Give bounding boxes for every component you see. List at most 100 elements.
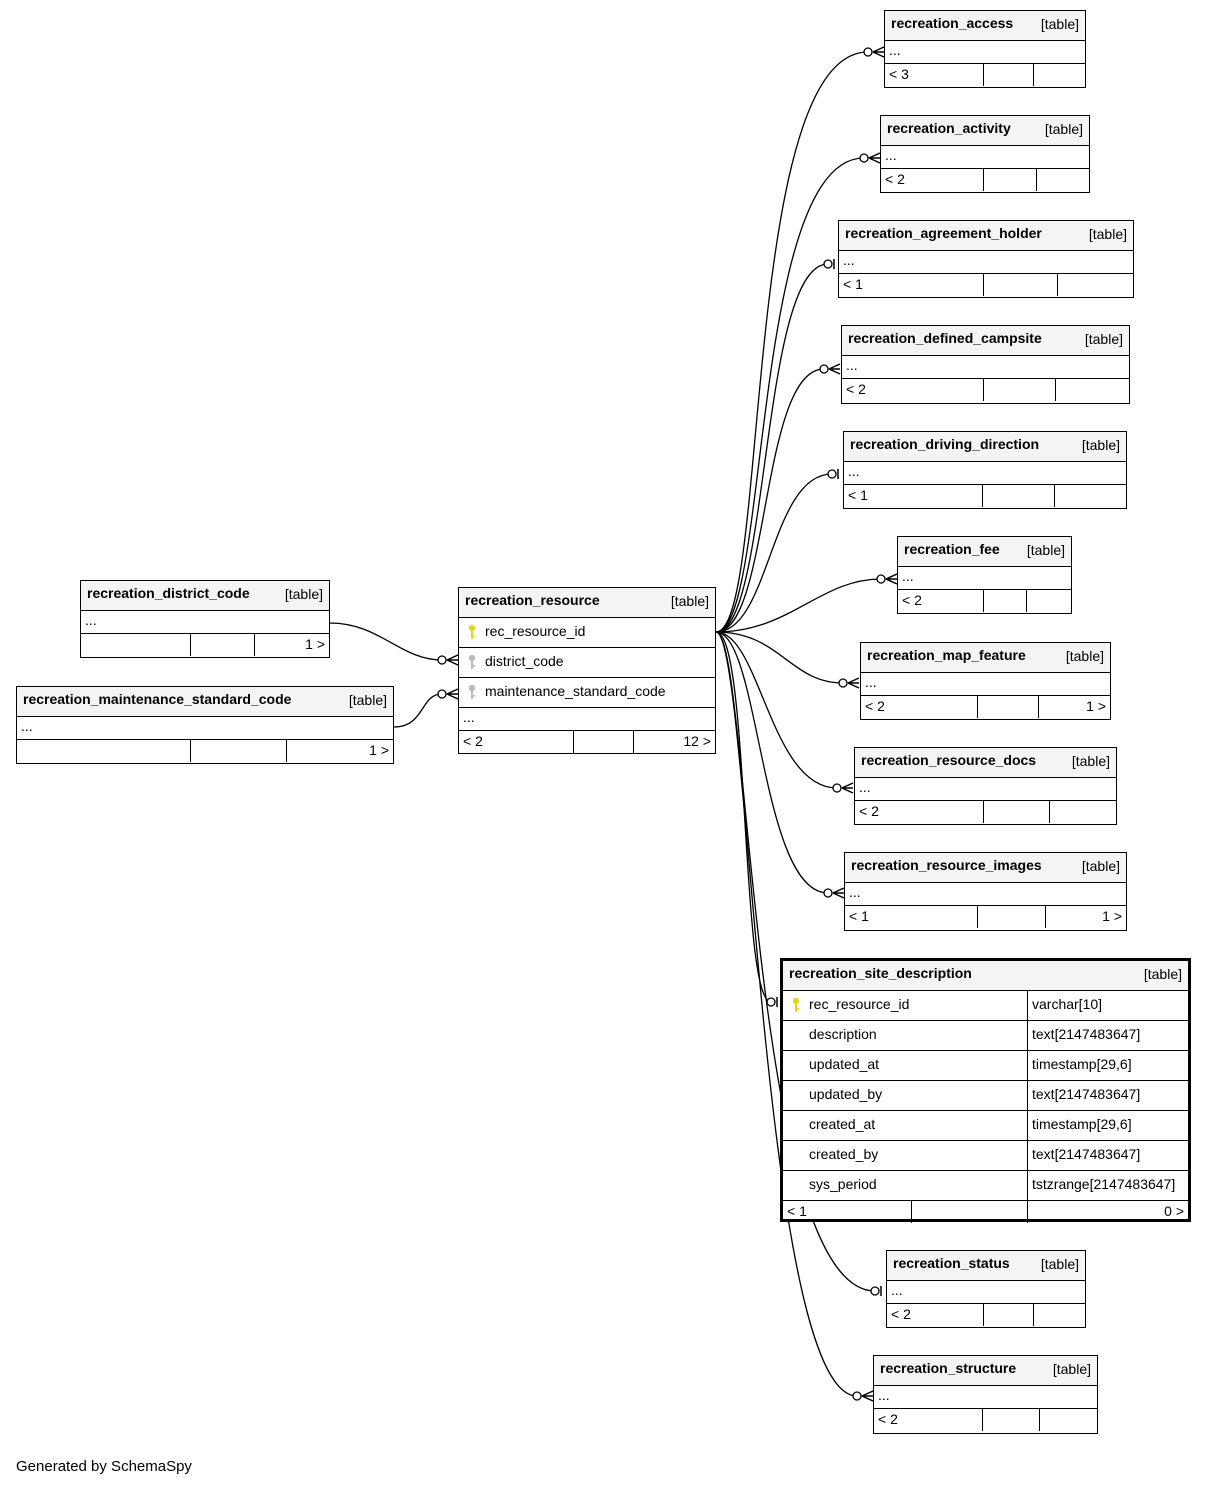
column-name: created_by <box>809 1146 879 1162</box>
table-recreation-map-feature[interactable]: recreation_map_feature [table] ... < 2 1… <box>860 642 1111 720</box>
column-type: timestamp[29,6] <box>1027 1051 1132 1080</box>
ellipsis-text: ... <box>865 674 877 690</box>
table-name[interactable]: recreation_resource_docs <box>861 752 1037 768</box>
table-name[interactable]: recreation_access <box>891 15 1014 31</box>
column-name: maintenance_standard_code <box>485 683 666 699</box>
children-link[interactable]: 0 > <box>1164 1203 1184 1219</box>
table-header: recreation_district_code [table] <box>81 581 329 611</box>
table-recreation-district-code[interactable]: recreation_district_code [table] ... 1 > <box>80 580 330 658</box>
parents-link[interactable]: < 1 <box>787 1203 807 1219</box>
table-recreation-resource[interactable]: recreation_resource [table] rec_resource… <box>458 587 716 754</box>
table-footer: < 2 <box>898 590 1071 612</box>
table-recreation-defined-campsite[interactable]: recreation_defined_campsite [table] ... … <box>841 325 1130 404</box>
table-name[interactable]: recreation_maintenance_standard_code <box>23 691 292 707</box>
column-type: text[2147483647] <box>1027 1141 1140 1170</box>
table-name[interactable]: recreation_structure <box>880 1360 1017 1376</box>
column-type: varchar[10] <box>1027 991 1102 1020</box>
primary-key-icon <box>792 997 800 1012</box>
table-name[interactable]: recreation_activity <box>887 120 1011 136</box>
table-header: recreation_resource_images [table] <box>845 853 1126 883</box>
table-kind: [table] <box>348 692 387 708</box>
parents-link[interactable]: < 1 <box>843 276 863 292</box>
parents-link[interactable]: < 1 <box>848 487 868 503</box>
parents-link[interactable]: < 2 <box>885 171 905 187</box>
column-row[interactable]: rec_resource_id varchar[10] <box>783 991 1188 1021</box>
children-link[interactable]: 1 > <box>305 636 325 652</box>
table-kind: [table] <box>670 593 709 609</box>
table-recreation-access[interactable]: recreation_access [table] ... < 3 <box>884 10 1086 88</box>
ellipsis-text: ... <box>885 147 897 163</box>
column-row[interactable]: updated_by text[2147483647] <box>783 1081 1188 1111</box>
table-header: recreation_site_description [table] <box>783 961 1188 991</box>
table-footer: < 2 12 > <box>459 731 715 753</box>
ellipsis-text: ... <box>463 709 475 725</box>
table-recreation-structure[interactable]: recreation_structure [table] ... < 2 <box>873 1355 1098 1434</box>
parents-link[interactable]: < 2 <box>902 592 922 608</box>
children-link[interactable]: 1 > <box>369 742 389 758</box>
parents-link[interactable]: < 3 <box>889 66 909 82</box>
table-name[interactable]: recreation_defined_campsite <box>848 330 1042 346</box>
table-name[interactable]: recreation_status <box>893 1255 1010 1271</box>
table-footer: < 1 0 > <box>783 1201 1188 1223</box>
table-name[interactable]: recreation_agreement_holder <box>845 225 1042 241</box>
ellipsis-text: ... <box>846 357 858 373</box>
table-footer: < 3 <box>885 64 1085 86</box>
table-name[interactable]: recreation_resource <box>465 592 600 608</box>
ellipsis-text: ... <box>891 1282 903 1298</box>
table-name[interactable]: recreation_driving_direction <box>850 436 1040 452</box>
foreign-key-icon <box>468 654 476 669</box>
table-footer: < 2 <box>881 169 1089 191</box>
table-kind: [table] <box>1084 331 1123 347</box>
parents-link[interactable]: < 2 <box>846 381 866 397</box>
table-recreation-site-description[interactable]: recreation_site_description [table] rec_… <box>780 958 1191 1223</box>
table-name[interactable]: recreation_district_code <box>87 585 250 601</box>
parents-link[interactable]: < 2 <box>878 1411 898 1427</box>
table-kind: [table] <box>1088 226 1127 242</box>
table-header: recreation_access [table] <box>885 11 1085 41</box>
columns-ellipsis: ... <box>844 462 1126 485</box>
table-recreation-driving-direction[interactable]: recreation_driving_direction [table] ...… <box>843 431 1127 509</box>
column-row[interactable]: created_by text[2147483647] <box>783 1141 1188 1171</box>
column-row[interactable]: created_at timestamp[29,6] <box>783 1111 1188 1141</box>
table-kind: [table] <box>1026 542 1065 558</box>
ellipsis-text: ... <box>21 718 33 734</box>
table-recreation-resource-docs[interactable]: recreation_resource_docs [table] ... < 2 <box>854 747 1117 825</box>
ellipsis-text: ... <box>902 568 914 584</box>
table-name[interactable]: recreation_resource_images <box>851 857 1042 873</box>
table-header: recreation_agreement_holder [table] <box>839 221 1133 251</box>
generated-by-footer: Generated by SchemaSpy <box>16 1458 192 1475</box>
table-footer: 1 > <box>17 740 393 762</box>
table-recreation-agreement-holder[interactable]: recreation_agreement_holder [table] ... … <box>838 220 1134 298</box>
columns-ellipsis: ... <box>885 41 1085 64</box>
column-row[interactable]: updated_at timestamp[29,6] <box>783 1051 1188 1081</box>
children-link[interactable]: 1 > <box>1102 908 1122 924</box>
column-row[interactable]: maintenance_standard_code <box>459 678 715 708</box>
columns-ellipsis: ... <box>898 567 1071 590</box>
columns-ellipsis: ... <box>459 708 715 731</box>
column-row[interactable]: district_code <box>459 648 715 678</box>
table-name[interactable]: recreation_site_description <box>789 965 972 981</box>
primary-key-icon <box>468 624 476 639</box>
table-name[interactable]: recreation_fee <box>904 541 1000 557</box>
column-row[interactable]: sys_period tstzrange[2147483647] <box>783 1171 1188 1201</box>
children-link[interactable]: 12 > <box>683 733 711 749</box>
table-recreation-maintenance-standard-code[interactable]: recreation_maintenance_standard_code [ta… <box>16 686 394 764</box>
table-recreation-resource-images[interactable]: recreation_resource_images [table] ... <… <box>844 852 1127 931</box>
table-recreation-status[interactable]: recreation_status [table] ... < 2 <box>886 1250 1086 1328</box>
table-footer: < 2 1 > <box>861 696 1110 718</box>
table-name[interactable]: recreation_map_feature <box>867 647 1026 663</box>
column-row[interactable]: description text[2147483647] <box>783 1021 1188 1051</box>
parents-link[interactable]: < 2 <box>463 733 483 749</box>
parents-link[interactable]: < 1 <box>849 908 869 924</box>
column-name: updated_by <box>809 1086 883 1102</box>
table-recreation-fee[interactable]: recreation_fee [table] ... < 2 <box>897 536 1072 614</box>
column-row[interactable]: rec_resource_id <box>459 618 715 648</box>
parents-link[interactable]: < 2 <box>891 1306 911 1322</box>
table-recreation-activity[interactable]: recreation_activity [table] ... < 2 <box>880 115 1090 193</box>
parents-link[interactable]: < 2 <box>865 698 885 714</box>
parents-link[interactable]: < 2 <box>859 803 879 819</box>
column-name: sys_period <box>809 1176 877 1192</box>
table-header: recreation_maintenance_standard_code [ta… <box>17 687 393 717</box>
column-name: district_code <box>485 653 564 669</box>
children-link[interactable]: 1 > <box>1086 698 1106 714</box>
